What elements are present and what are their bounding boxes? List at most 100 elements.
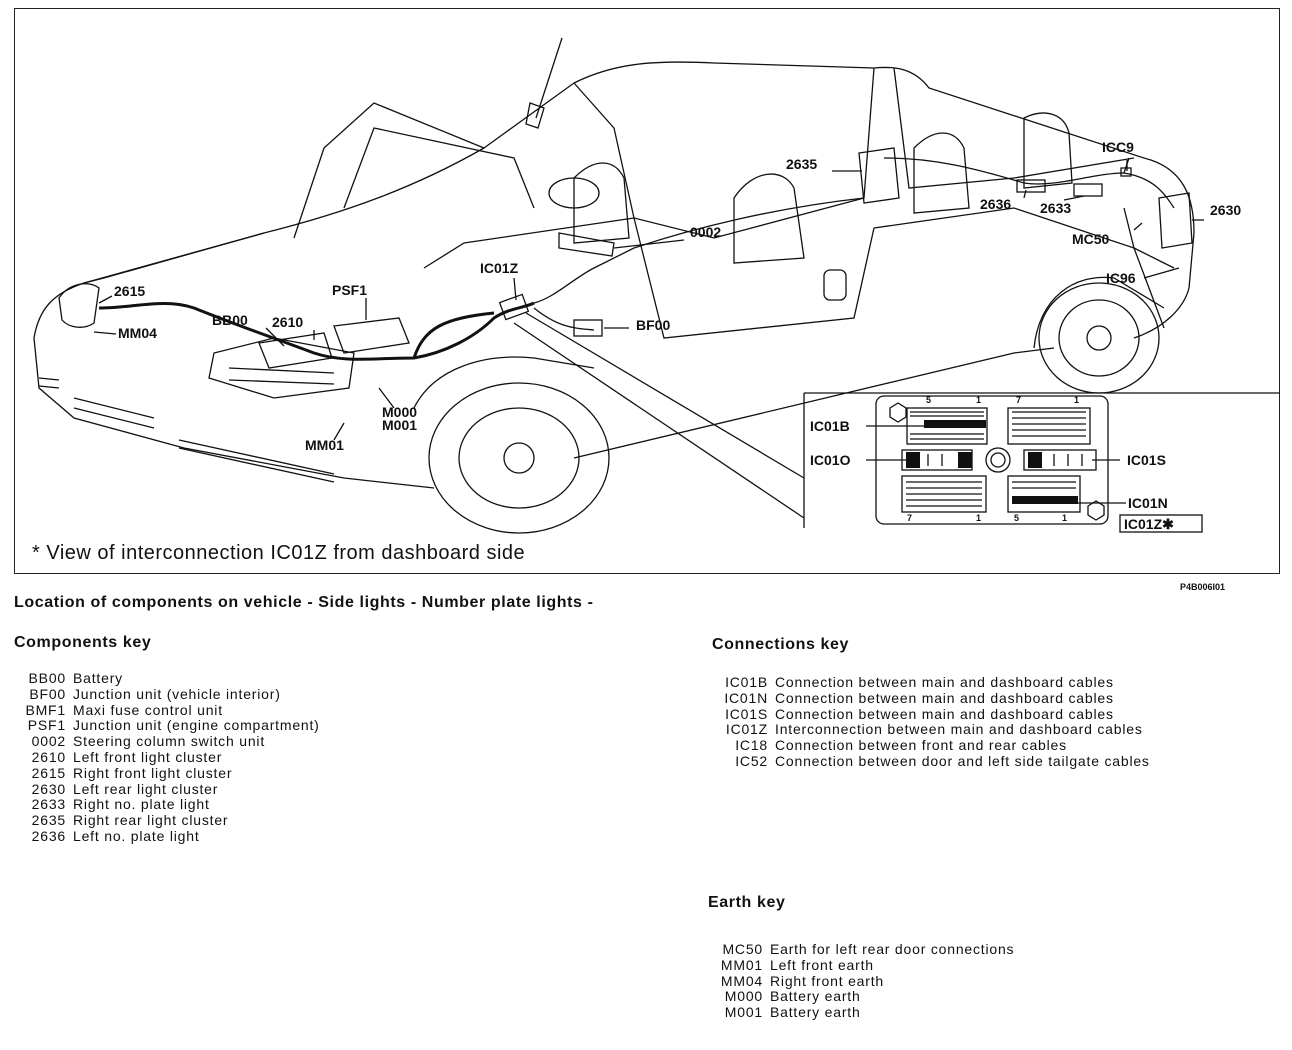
key-code: IC52 bbox=[735, 752, 768, 769]
key-code: 0002 bbox=[31, 733, 66, 750]
key-description: Connection between front and rear cables bbox=[775, 737, 1067, 754]
key-description: Right no. plate light bbox=[73, 796, 210, 813]
key-description: Left front earth bbox=[770, 956, 874, 973]
label-2633: 2633 bbox=[1040, 200, 1071, 216]
key-row: 2630 Left rear light cluster bbox=[12, 780, 320, 798]
key-code: IC01S bbox=[725, 705, 768, 722]
key-code: 2633 bbox=[31, 796, 66, 813]
label-m001: M001 bbox=[382, 417, 417, 433]
key-description: Left no. plate light bbox=[73, 827, 200, 844]
label-ic96: IC96 bbox=[1106, 270, 1136, 286]
key-row: IC52 Connection between door and left sid… bbox=[710, 752, 1150, 770]
key-row: BMF1 Maxi fuse control unit bbox=[12, 701, 320, 719]
key-description: Connection between main and dashboard ca… bbox=[775, 689, 1114, 706]
label-2635: 2635 bbox=[786, 156, 817, 172]
pin-number: 5 bbox=[1014, 513, 1019, 523]
label-0002: 0002 bbox=[690, 224, 721, 240]
key-code: MM04 bbox=[720, 972, 763, 989]
reference-code: P4B006I01 bbox=[1180, 582, 1226, 592]
footnote: * View of interconnection IC01Z from das… bbox=[32, 542, 526, 564]
key-description: Battery earth bbox=[770, 988, 861, 1005]
key-row: IC01S Connection between main and dashboa… bbox=[710, 705, 1150, 723]
pin-number: 1 bbox=[1062, 513, 1067, 523]
key-code: MM01 bbox=[720, 956, 763, 973]
key-description: Right rear light cluster bbox=[73, 812, 229, 829]
pin-number: 1 bbox=[1074, 395, 1079, 405]
key-description: Connection between door and left side ta… bbox=[775, 752, 1150, 769]
key-description: Right front earth bbox=[770, 972, 884, 989]
key-row: M001 Battery earth bbox=[703, 1004, 1014, 1021]
key-code: PSF1 bbox=[27, 717, 66, 734]
connections-key-heading: Connections key bbox=[712, 636, 850, 653]
page-title: Location of components on vehicle - Side… bbox=[14, 594, 594, 611]
label-mm01: MM01 bbox=[305, 437, 344, 453]
key-description: Interconnection between main and dashboa… bbox=[775, 721, 1143, 738]
key-row: 2635 Right rear light cluster bbox=[12, 812, 320, 829]
label-2630: 2630 bbox=[1210, 202, 1241, 218]
vehicle-illustration bbox=[33, 37, 1195, 534]
label-mc50: MC50 bbox=[1072, 231, 1110, 247]
label-icc9: ICC9 bbox=[1102, 139, 1134, 155]
label-2615: 2615 bbox=[114, 283, 145, 299]
mounting-nut-icon bbox=[1087, 500, 1105, 521]
label-ic01o: IC01O bbox=[810, 452, 851, 468]
label-bb00: BB00 bbox=[212, 312, 248, 328]
pin-number: 5 bbox=[926, 395, 931, 405]
key-code: MC50 bbox=[722, 941, 763, 957]
key-code: IC01Z bbox=[725, 721, 768, 738]
label-ic01b: IC01B bbox=[810, 418, 850, 434]
earth-key-heading: Earth key bbox=[708, 894, 786, 911]
key-row: 2615 Right front light cluster bbox=[12, 764, 320, 782]
key-row: IC18 Connection between front and rear ca… bbox=[710, 737, 1150, 754]
pin-number: 1 bbox=[976, 395, 981, 405]
key-code: M000 bbox=[724, 988, 763, 1005]
vehicle-location-diagram: 2615 MM04 BB00 2610 PSF1 IC01Z 0002 BF00… bbox=[33, 37, 1280, 534]
key-row: PSF1 Junction unit (engine compartment) bbox=[12, 717, 320, 734]
key-description: Left rear light cluster bbox=[73, 780, 219, 797]
key-row: IC01B Connection between main and dashboa… bbox=[710, 674, 1150, 691]
key-description: Connection between main and dashboard ca… bbox=[775, 705, 1114, 722]
label-2610: 2610 bbox=[272, 314, 303, 330]
pin-number: 1 bbox=[976, 513, 981, 523]
components-key-heading: Components key bbox=[14, 634, 152, 651]
key-description: Battery bbox=[73, 670, 123, 686]
ic01z-inset: 5 1 7 1 7 1 5 1 IC01B IC01O IC01S IC01N … bbox=[803, 392, 1280, 533]
key-description: Maxi fuse control unit bbox=[73, 701, 223, 718]
key-row: 0002 Steering column switch unit bbox=[12, 733, 320, 750]
label-ic01s: IC01S bbox=[1127, 452, 1166, 468]
connections-key-list: IC01B Connection between main and dashboa… bbox=[710, 674, 1150, 770]
key-code: 2610 bbox=[31, 748, 66, 765]
pin-number: 7 bbox=[907, 513, 912, 523]
key-row: MM01 Left front earth bbox=[703, 956, 1014, 974]
key-code: IC18 bbox=[735, 737, 768, 754]
label-psf1: PSF1 bbox=[332, 282, 367, 298]
label-bf00: BF00 bbox=[636, 317, 670, 333]
key-code: M001 bbox=[724, 1004, 763, 1021]
inset-title: IC01Z✱ bbox=[1124, 516, 1174, 532]
key-description: Battery earth bbox=[770, 1004, 861, 1021]
key-description: Right front light cluster bbox=[73, 764, 233, 781]
key-code: BMF1 bbox=[25, 701, 66, 718]
diagram-frame bbox=[14, 8, 1280, 574]
key-row: IC01Z Interconnection between main and da… bbox=[710, 721, 1150, 738]
mounting-nut-icon bbox=[889, 402, 907, 423]
key-description: Junction unit (engine compartment) bbox=[73, 717, 320, 734]
key-row: MM04 Right front earth bbox=[703, 972, 1014, 990]
key-description: Connection between main and dashboard ca… bbox=[775, 674, 1114, 690]
key-code: 2630 bbox=[31, 780, 66, 797]
label-2636: 2636 bbox=[980, 196, 1011, 212]
key-code: 2615 bbox=[31, 764, 66, 781]
key-code: BF00 bbox=[29, 685, 66, 702]
key-code: IC01B bbox=[725, 674, 768, 690]
key-code: 2635 bbox=[31, 812, 66, 829]
key-description: Earth for left rear door connections bbox=[770, 941, 1015, 957]
key-description: Steering column switch unit bbox=[73, 733, 266, 750]
label-ic01z: IC01Z bbox=[480, 260, 519, 276]
key-row: 2633 Right no. plate light bbox=[12, 796, 320, 813]
earth-key-list: MC50 Earth for left rear door connections… bbox=[703, 941, 1015, 1021]
